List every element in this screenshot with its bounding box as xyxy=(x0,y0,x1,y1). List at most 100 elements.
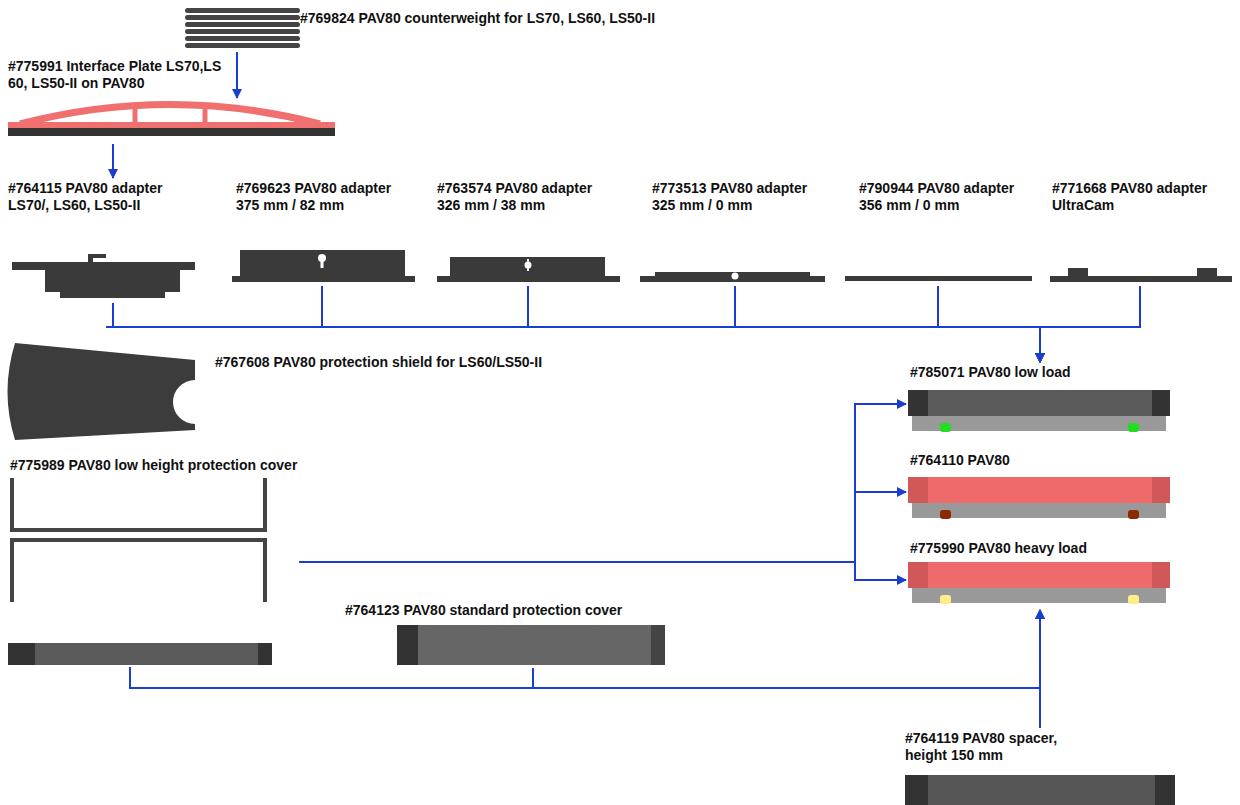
adapter-326 xyxy=(437,257,620,282)
counterweight-stack xyxy=(185,22,300,27)
adapter-325 xyxy=(640,272,825,282)
connector-line xyxy=(533,610,1040,688)
connector-line xyxy=(113,303,1040,362)
part-node: #767608 PAV80 protection shield for LS60… xyxy=(10,340,570,435)
pav80-low-load xyxy=(912,416,1166,431)
connector-line xyxy=(735,286,1040,362)
part-node: #790944 PAV80 adapter 356 mm / 0 mm xyxy=(843,178,1035,286)
connector-line xyxy=(528,286,1040,362)
adapter-356 xyxy=(845,276,1032,281)
connector-line xyxy=(299,562,906,580)
spacer xyxy=(905,775,928,805)
protection-shield xyxy=(8,343,196,440)
pav80-low-load xyxy=(1152,390,1170,416)
connector-line xyxy=(1039,610,1041,728)
counterweight-stack xyxy=(185,43,300,48)
standard-cover xyxy=(397,625,418,665)
adapter-ls70 xyxy=(12,254,195,298)
pav80-heavy-load xyxy=(908,562,1170,604)
adapter-ls70 xyxy=(12,262,195,270)
connector-line xyxy=(112,144,114,178)
spacer xyxy=(905,775,1175,805)
adapter-375 xyxy=(232,276,415,282)
pav80-heavy-load xyxy=(1152,562,1170,588)
pav80-heavy-load xyxy=(912,588,1166,603)
spacer xyxy=(1155,775,1175,805)
part-label: #764110 PAV80 xyxy=(910,452,1010,469)
part-node: #775989 PAV80 low height protection cove… xyxy=(6,455,299,667)
part-node: #769623 PAV80 adapter 375 mm / 82 mm xyxy=(230,178,420,286)
connector-line xyxy=(299,404,906,562)
part-node: #775990 PAV80 heavy load xyxy=(906,538,1172,610)
pav80-standard xyxy=(1152,477,1170,503)
connector-line xyxy=(938,286,1040,362)
part-node: #764115 PAV80 adapter LS70/, LS60, LS50-… xyxy=(6,178,206,303)
low-height-cover xyxy=(8,643,35,665)
interface-plate xyxy=(133,108,138,124)
low-height-cover xyxy=(12,478,265,530)
low-height-cover xyxy=(8,643,272,665)
adapter-326 xyxy=(527,259,529,271)
low-height-cover xyxy=(12,540,265,602)
pav80-heavy-load xyxy=(908,562,928,588)
part-label: #763574 PAV80 adapter 326 mm / 38 mm xyxy=(437,180,619,214)
part-label: #767608 PAV80 protection shield for LS60… xyxy=(215,354,542,371)
standard-cover xyxy=(651,625,665,665)
connector-line xyxy=(322,286,1040,362)
pav80-standard xyxy=(908,477,1170,503)
pav80-low-load xyxy=(908,390,1170,416)
adapter-ultracam xyxy=(1197,268,1217,277)
part-node: #764110 PAV80 xyxy=(906,450,1172,522)
connector-line xyxy=(236,52,238,98)
counterweight-stack xyxy=(185,29,300,34)
counterweight-stack xyxy=(185,36,300,41)
pav80-standard xyxy=(940,510,951,519)
part-node: #764119 PAV80 spacer, height 150 mm xyxy=(903,728,1178,805)
interface-plate xyxy=(203,108,208,124)
pav80-low-load xyxy=(940,423,951,432)
part-node: #785071 PAV80 low load xyxy=(906,362,1172,436)
interface-plate xyxy=(20,105,320,125)
adapter-356 xyxy=(845,276,1032,281)
pav80-low-load xyxy=(908,390,1170,432)
low-height-cover xyxy=(258,643,272,665)
pav80-standard xyxy=(912,503,1166,518)
adapter-ls70 xyxy=(45,270,180,292)
pav80-heavy-load xyxy=(908,562,1170,588)
connector-line xyxy=(1040,286,1140,362)
adapter-375 xyxy=(232,250,415,282)
part-node: #775991 Interface Plate LS70,LS 60, LS50… xyxy=(6,56,338,144)
adapter-ls70 xyxy=(88,254,106,258)
adapter-375 xyxy=(321,258,324,268)
adapter-ultracam xyxy=(1068,268,1088,277)
pav80-standard xyxy=(908,477,1170,519)
counterweight-stack xyxy=(185,15,300,20)
spacer xyxy=(905,775,1175,805)
pav80-standard xyxy=(908,477,928,503)
adapter-325 xyxy=(732,273,739,280)
part-label: #769623 PAV80 adapter 375 mm / 82 mm xyxy=(236,180,416,214)
interface-plate xyxy=(8,128,335,136)
part-label: #775990 PAV80 heavy load xyxy=(910,540,1087,557)
part-label: #769824 PAV80 counterweight for LS70, LS… xyxy=(300,10,655,27)
interface-plate xyxy=(8,105,335,137)
adapter-ls70 xyxy=(60,292,165,298)
part-node: #771668 PAV80 adapter UltraCam xyxy=(1048,178,1236,286)
part-label: #785071 PAV80 low load xyxy=(910,364,1071,381)
pav80-standard xyxy=(1128,510,1139,519)
part-label: #764119 PAV80 spacer, height 150 mm xyxy=(905,730,1095,764)
counterweight-stack xyxy=(185,8,300,13)
standard-cover xyxy=(397,625,665,665)
pav80-heavy-load xyxy=(1128,595,1139,604)
part-label: #764123 PAV80 standard protection cover xyxy=(345,602,622,619)
connector-line xyxy=(299,492,906,562)
low-height-cover xyxy=(8,478,272,665)
standard-cover xyxy=(397,625,665,665)
pav80-low-load xyxy=(1128,423,1139,432)
part-label: #764115 PAV80 adapter LS70/, LS60, LS50-… xyxy=(8,180,198,214)
part-label: #773513 PAV80 adapter 325 mm / 0 mm xyxy=(652,180,826,214)
interface-plate xyxy=(8,122,335,128)
part-label: #790944 PAV80 adapter 356 mm / 0 mm xyxy=(859,180,1033,214)
